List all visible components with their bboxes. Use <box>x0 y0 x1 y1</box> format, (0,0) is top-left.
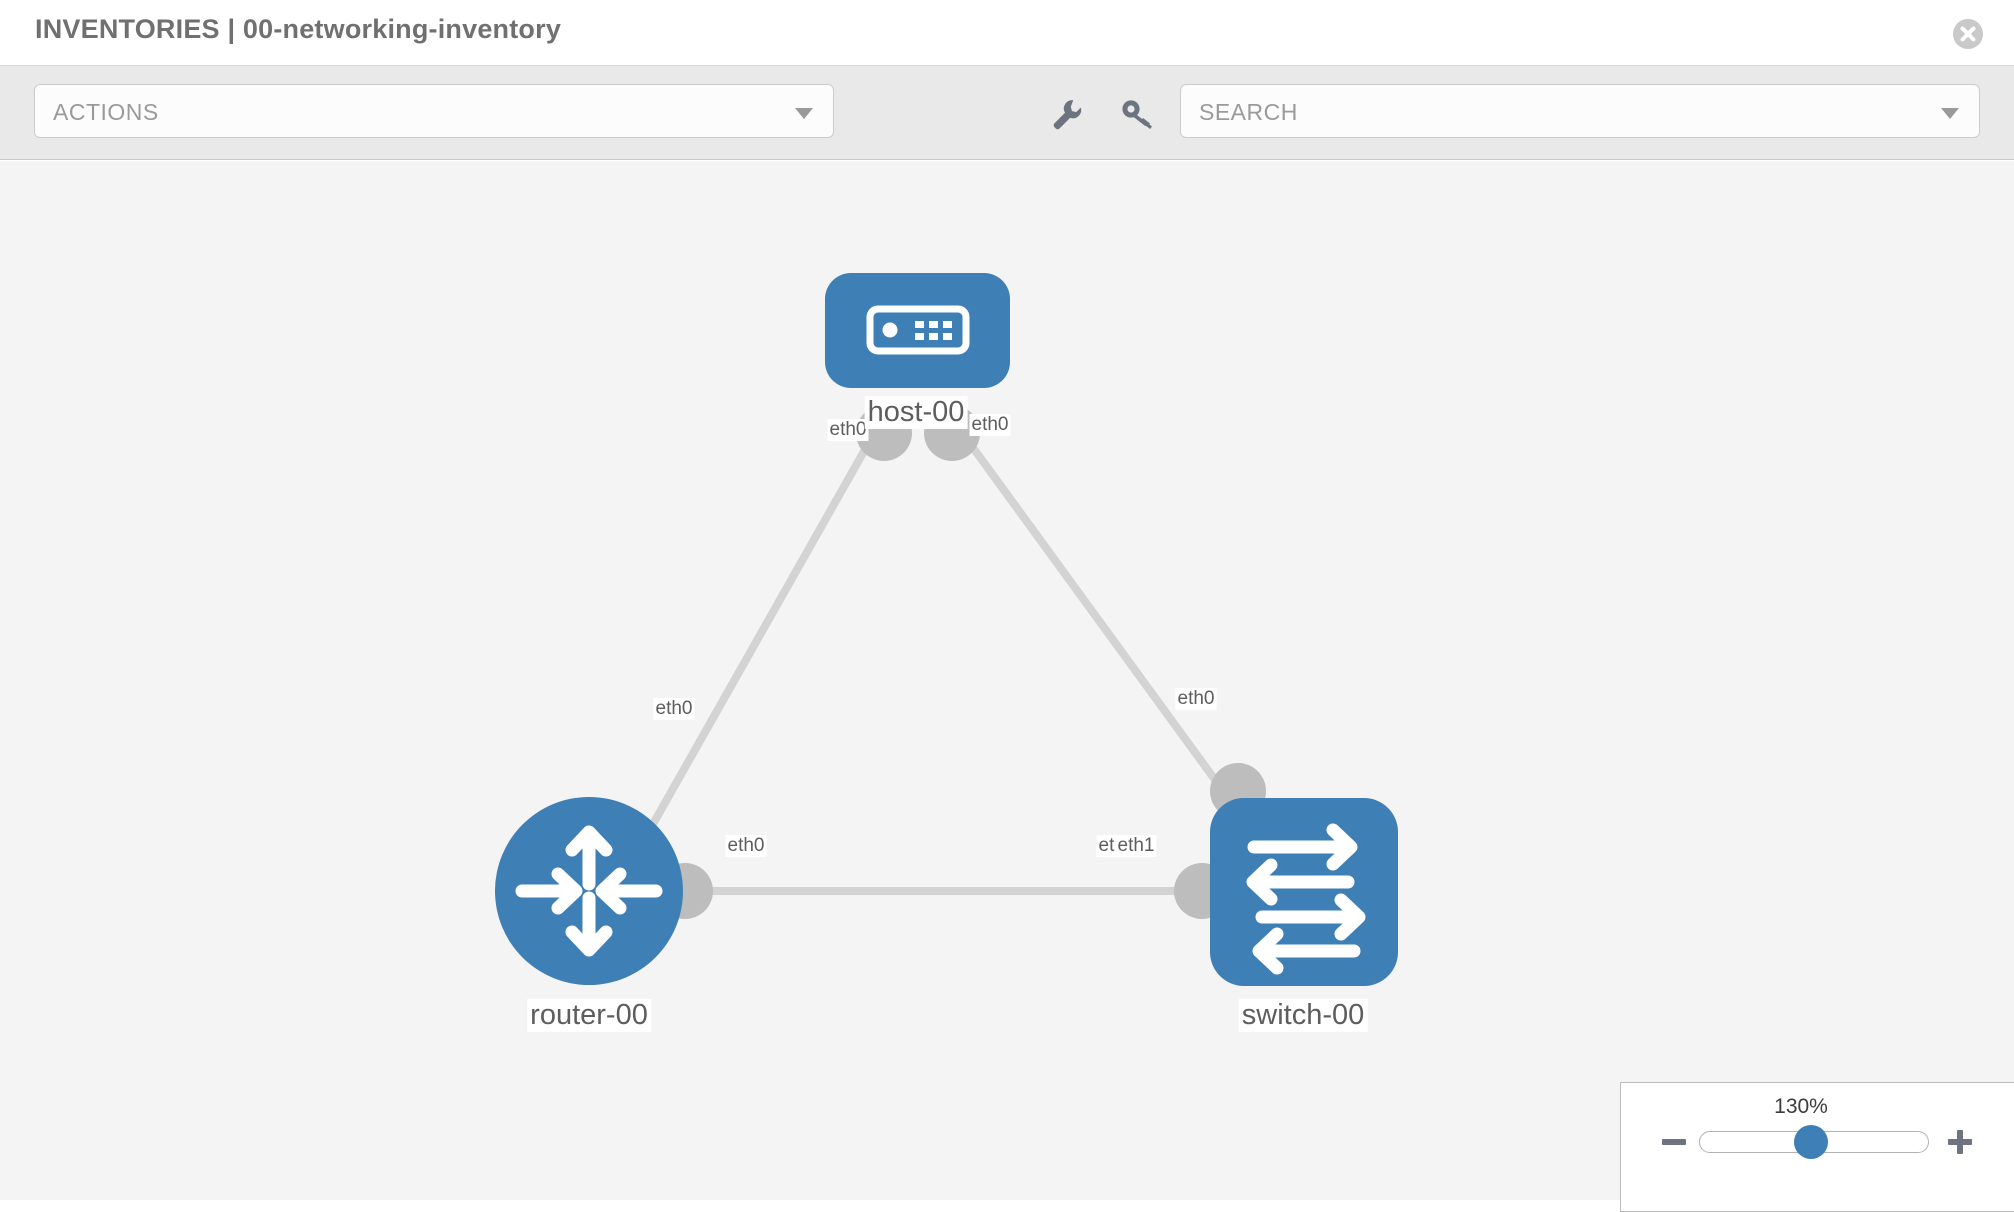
zoom-slider-thumb[interactable] <box>1794 1125 1828 1159</box>
node-host-00 <box>825 273 1010 388</box>
page-header: INVENTORIES | 00-networking-inventory <box>0 0 2014 66</box>
server-icon <box>866 305 970 355</box>
chevron-down-icon <box>795 108 813 119</box>
link-layer <box>636 420 1249 895</box>
zoom-out-button[interactable] <box>1659 1127 1689 1157</box>
node-label-switch-00: switch-00 <box>1238 999 1368 1032</box>
switch-arrows-icon <box>1246 823 1366 975</box>
topology-graph <box>495 273 1398 986</box>
search-input[interactable]: SEARCH <box>1180 84 1980 138</box>
iface-label-switch-up: eth0 <box>1175 688 1217 710</box>
key-icon[interactable] <box>1118 95 1154 131</box>
wrench-icon[interactable] <box>1048 95 1084 131</box>
chevron-down-icon[interactable] <box>1941 108 1959 119</box>
zoom-in-button[interactable] <box>1945 1127 1975 1157</box>
page-title: INVENTORIES | 00-networking-inventory <box>35 14 562 44</box>
zoom-level-label: 130% <box>1774 1095 1828 1118</box>
iface-label-switch-left-b: eth1 <box>1115 835 1157 857</box>
node-label-router-00: router-00 <box>527 999 651 1032</box>
actions-dropdown-label: ACTIONS <box>53 99 159 125</box>
topology-canvas[interactable]: eth0 host-00 eth0 eth0 eth0 eth0 eth0 et… <box>0 161 2014 1200</box>
zoom-control-panel: 130% <box>1620 1082 2014 1212</box>
iface-label-host-right: eth0 <box>969 414 1011 436</box>
link-host-switch <box>951 420 1249 824</box>
actions-dropdown[interactable]: ACTIONS <box>34 84 834 138</box>
iface-label-host-left: eth0 <box>827 419 869 441</box>
search-placeholder: SEARCH <box>1199 99 1298 125</box>
node-router-00 <box>495 797 683 985</box>
link-host-router <box>636 421 884 849</box>
iface-label-router-up: eth0 <box>653 698 695 720</box>
node-switch-00 <box>1210 798 1398 986</box>
router-arrows-icon <box>515 825 663 957</box>
node-label-host-00: host-00 <box>864 396 968 429</box>
iface-label-router-right: eth0 <box>725 835 767 857</box>
close-icon[interactable] <box>1952 18 1984 50</box>
